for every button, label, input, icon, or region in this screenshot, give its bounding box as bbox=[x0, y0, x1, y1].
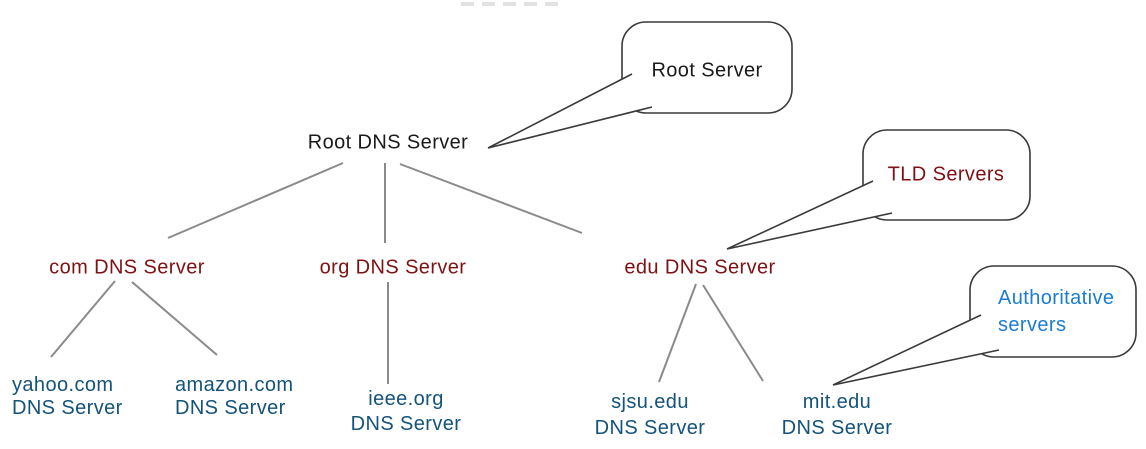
node-org-dns-server: org DNS Server bbox=[319, 256, 467, 279]
node-ieee-dns-server: ieee.org DNS Server bbox=[351, 387, 462, 437]
callout-authoritative-label: Authoritative servers bbox=[998, 285, 1114, 339]
node-sjsu-dns-server: sjsu.edu DNS Server bbox=[595, 389, 706, 441]
callout-root-server-label: Root Server bbox=[651, 59, 763, 82]
callout-authoritative-shape bbox=[832, 265, 1137, 386]
callout-label-line: Authoritative bbox=[998, 287, 1115, 309]
edge-com-amazon bbox=[131, 281, 218, 356]
node-mit-dns-server: mit.edu DNS Server bbox=[782, 389, 893, 441]
node-edu-dns-server: edu DNS Server bbox=[624, 256, 776, 279]
edge-root-edu bbox=[399, 163, 583, 234]
edge-com-yahoo bbox=[50, 280, 116, 358]
node-label-line: sjsu.edu bbox=[611, 391, 689, 413]
node-root-dns-server: Root DNS Server bbox=[307, 131, 469, 154]
tree-edges bbox=[50, 162, 764, 384]
node-label-line: DNS Server bbox=[175, 397, 286, 419]
node-label-line: amazon.com bbox=[175, 374, 294, 396]
callout-tld-servers-label: TLD Servers bbox=[887, 163, 1005, 186]
edge-edu-sjsu bbox=[658, 283, 697, 383]
callout-tld-servers-shape bbox=[726, 129, 1031, 250]
top-edge-artifact bbox=[461, 2, 564, 6]
edge-root-com bbox=[167, 162, 344, 239]
node-label-line: DNS Server bbox=[12, 397, 123, 419]
node-label-line: ieee.org bbox=[368, 388, 444, 410]
node-com-dns-server: com DNS Server bbox=[49, 256, 205, 279]
edge-edu-mit bbox=[702, 284, 764, 382]
node-amazon-dns-server: amazon.com DNS Server bbox=[175, 374, 294, 420]
node-yahoo-dns-server: yahoo.com DNS Server bbox=[12, 374, 123, 420]
node-label-line: DNS Server bbox=[781, 417, 893, 439]
callout-root-server-shape bbox=[487, 21, 793, 149]
node-label-line: DNS Server bbox=[594, 417, 706, 439]
callout-label-line: servers bbox=[998, 314, 1067, 336]
node-label-line: DNS Server bbox=[350, 413, 462, 435]
node-label-line: yahoo.com bbox=[12, 374, 114, 396]
node-label-line: mit.edu bbox=[802, 391, 872, 413]
